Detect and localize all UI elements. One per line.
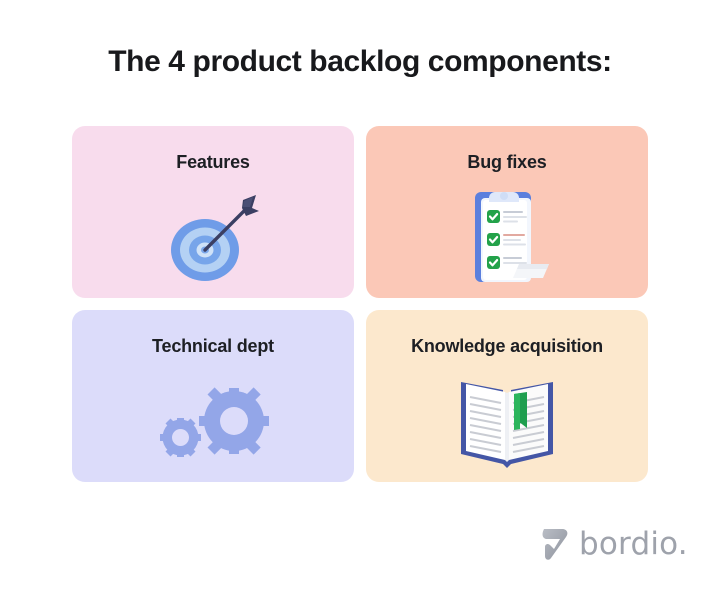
open-book-icon xyxy=(461,382,553,468)
card-features-art xyxy=(72,182,354,294)
card-technical-dept-art xyxy=(72,366,354,478)
card-features-label: Features xyxy=(176,152,250,172)
card-knowledge-acquisition-art xyxy=(366,366,648,478)
components-grid: Features Bug fixes xyxy=(72,126,648,482)
gears-icon xyxy=(160,387,269,457)
clipboard-checklist-icon xyxy=(475,192,549,282)
card-features: Features xyxy=(72,126,354,298)
card-knowledge-acquisition-label: Knowledge acquisition xyxy=(411,336,603,356)
card-technical-dept-label: Technical dept xyxy=(152,336,274,356)
bordio-wordmark: bordio. xyxy=(579,525,688,562)
target-with-arrow-icon xyxy=(171,195,259,281)
bordio-mark-icon xyxy=(542,529,568,560)
card-bug-fixes: Bug fixes xyxy=(366,126,648,298)
card-technical-dept: Technical dept xyxy=(72,310,354,482)
page-title: The 4 product backlog components: xyxy=(108,45,612,78)
card-bug-fixes-art xyxy=(366,182,648,294)
bordio-logo: bordio. xyxy=(540,521,690,567)
card-knowledge-acquisition: Knowledge acquisition xyxy=(366,310,648,482)
card-bug-fixes-label: Bug fixes xyxy=(467,152,547,172)
